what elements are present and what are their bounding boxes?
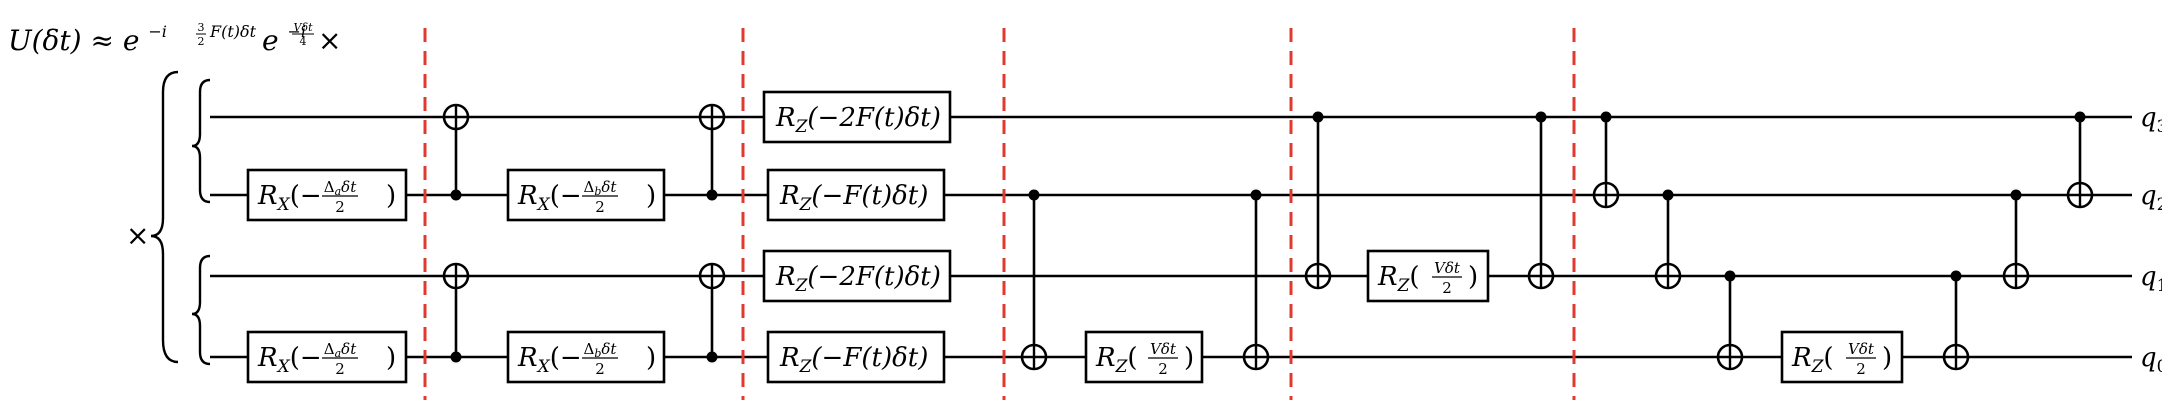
- formula-exp1: −i: [148, 22, 167, 41]
- rz-2f-gate-q1: RZ(−2F(t)δt): [762, 249, 952, 303]
- formula-exp2-den: 4: [300, 35, 307, 48]
- rz-f-gate-q2: RZ(−F(t)δt): [766, 168, 946, 222]
- svg-text:): ): [1468, 262, 1478, 292]
- outer-brace: [150, 70, 179, 364]
- svg-text:2: 2: [1442, 279, 1452, 297]
- lower-brace: [191, 254, 211, 366]
- formula-times: ×: [318, 24, 341, 57]
- svg-text:): ): [1184, 343, 1194, 373]
- cnot-q2-q1-a: [1654, 189, 1682, 290]
- wire-label-q1: q1: [2140, 262, 2162, 296]
- svg-text:Δaδt: Δaδt: [324, 340, 357, 360]
- svg-text:RX(−: RX(−: [517, 343, 582, 377]
- formula-lhs: U(δt) ≈: [8, 24, 123, 57]
- header-formula: U(δt) ≈ e −i 3 2 F(t)δt e −i Vδt 4 ×: [8, 21, 341, 57]
- svg-text:2: 2: [1856, 360, 1866, 378]
- cnot-q3-q1-b: [1527, 111, 1555, 290]
- svg-text:2: 2: [1158, 360, 1168, 378]
- svg-text:Vδt: Vδt: [1434, 259, 1461, 277]
- svg-text:): ): [386, 181, 396, 211]
- cnot-q3-q1-a: [1304, 111, 1332, 290]
- rx-a-gate-q2: RX(− Δaδt 2 ): [246, 168, 408, 222]
- formula-exp1-den: 2: [198, 35, 205, 48]
- formula-exp1-tail: F(t)δt: [209, 22, 257, 41]
- rz-2f-gate-q3: RZ(−2F(t)δt): [762, 90, 952, 144]
- svg-text:RZ(−F(t)δt): RZ(−F(t)δt): [779, 181, 928, 215]
- svg-text:RZ(: RZ(: [1095, 343, 1138, 377]
- svg-text:2: 2: [595, 198, 605, 216]
- svg-text:): ): [646, 343, 656, 373]
- cnot-q0-q1-b: [698, 262, 726, 363]
- formula-exp2: −i: [287, 22, 306, 41]
- cnot-q2-q3-a: [442, 103, 470, 201]
- formula-exp2-num: Vδt: [294, 21, 314, 34]
- svg-text:RX(−: RX(−: [257, 343, 322, 377]
- cnot-q2-q0-b: [1242, 189, 1270, 371]
- svg-text:Vδt: Vδt: [1848, 340, 1875, 358]
- svg-text:RZ(: RZ(: [1377, 262, 1420, 296]
- svg-text:): ): [646, 181, 656, 211]
- formula-exp1-num: 3: [198, 21, 205, 34]
- rz-f-gate-q0: RZ(−F(t)δt): [766, 330, 946, 384]
- svg-text:RZ(: RZ(: [1791, 343, 1834, 377]
- svg-text:2: 2: [595, 360, 605, 378]
- rx-b-gate-q0: RX(− Δbδt 2 ): [506, 330, 666, 384]
- wire-label-q2: q2: [2140, 181, 2162, 215]
- cnot-q3-q2-b: [2066, 111, 2094, 209]
- svg-text:RZ(−2F(t)δt): RZ(−2F(t)δt): [775, 103, 941, 137]
- cnot-q2-q1-b: [2002, 189, 2030, 290]
- svg-text:e −i: e −i: [262, 22, 306, 57]
- rz-v-gate-q0-b: RZ( Vδt 2 ): [1780, 330, 1904, 384]
- rx-a-gate-q0: RX(− Δaδt 2 ): [246, 330, 408, 384]
- svg-text:): ): [1882, 343, 1892, 373]
- svg-text:2: 2: [335, 360, 345, 378]
- cnot-q2-q3-b: [698, 103, 726, 201]
- svg-text:U(δt) ≈ e −i: U(δt) ≈ e −i: [8, 22, 167, 57]
- svg-text:Δbδt: Δbδt: [584, 178, 618, 198]
- formula-base2: e: [262, 24, 279, 57]
- rz-v-gate-q1: RZ( Vδt 2 ): [1366, 249, 1490, 303]
- cnot-q0-q1-a: [442, 262, 470, 363]
- prefactor-times: ×: [126, 219, 149, 252]
- cnot-q1-q0-b: [1942, 270, 1970, 371]
- svg-text:RZ(−F(t)δt): RZ(−F(t)δt): [779, 343, 928, 377]
- svg-text:RX(−: RX(−: [517, 181, 582, 215]
- wire-label-q3: q3: [2140, 103, 2162, 137]
- wire-label-q0: q0: [2140, 343, 2162, 377]
- svg-text:Vδt: Vδt: [1150, 340, 1177, 358]
- svg-text:RZ(−2F(t)δt): RZ(−2F(t)δt): [775, 262, 941, 296]
- cnot-q2-q0-a: [1020, 189, 1048, 371]
- svg-text:Δaδt: Δaδt: [324, 178, 357, 198]
- svg-text:RX(−: RX(−: [257, 181, 322, 215]
- cnot-q3-q2-a: [1592, 111, 1620, 209]
- svg-text:2: 2: [335, 198, 345, 216]
- cnot-q1-q0-a: [1716, 270, 1744, 371]
- svg-text:): ): [386, 343, 396, 373]
- rz-v-gate-q0-a: RZ( Vδt 2 ): [1084, 330, 1204, 384]
- upper-brace: [191, 78, 211, 204]
- svg-text:Δbδt: Δbδt: [584, 340, 618, 360]
- rx-b-gate-q2: RX(− Δbδt 2 ): [506, 168, 666, 222]
- formula-base1: e: [123, 24, 140, 57]
